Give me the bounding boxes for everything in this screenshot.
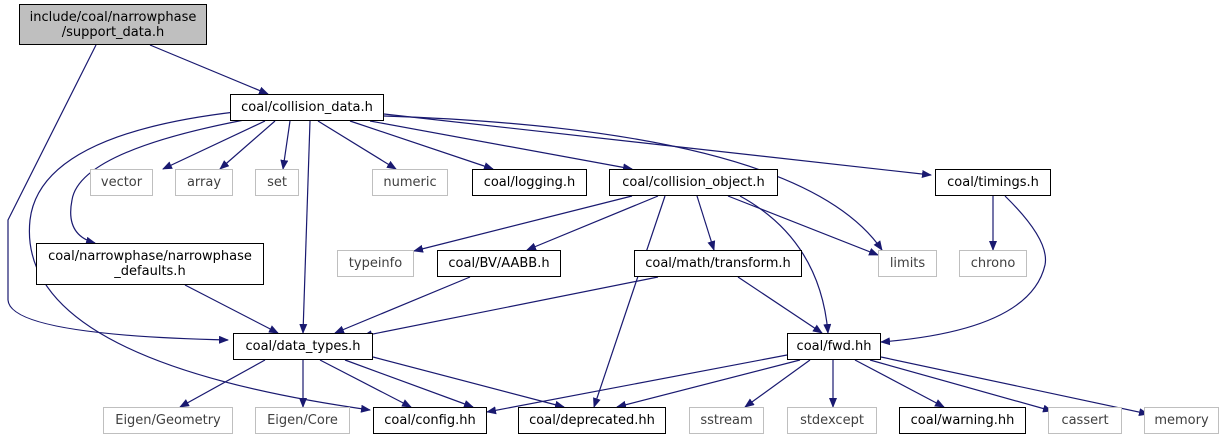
node-eigen-core: Eigen/Core xyxy=(255,407,350,434)
node-label: coal/fwd.hh xyxy=(796,339,872,354)
dependency-edge xyxy=(344,359,474,408)
node-label: coal/collision_data.h xyxy=(241,100,373,115)
dependency-edge xyxy=(280,120,291,170)
dependency-edge xyxy=(369,120,633,172)
node-transform-h[interactable]: coal/math/transform.h xyxy=(634,250,802,277)
dependency-edge xyxy=(372,356,565,409)
dependency-edge xyxy=(299,120,311,334)
dependency-edge xyxy=(593,195,666,408)
dependency-edge xyxy=(696,195,716,251)
dependency-edge xyxy=(149,44,269,95)
node-numeric: numeric xyxy=(372,169,448,196)
dependency-edge xyxy=(383,115,883,251)
dependency-edge xyxy=(334,276,471,334)
dependency-edge xyxy=(727,195,879,256)
node-cassert: cassert xyxy=(1048,407,1122,434)
dependency-edge xyxy=(880,356,1149,417)
node-label: coal/narrowphase/narrowphase xyxy=(48,249,252,264)
dependency-edge xyxy=(737,276,823,334)
node-label: coal/data_types.h xyxy=(245,339,361,354)
node-label: sstream xyxy=(700,413,753,428)
node-label: coal/logging.h xyxy=(483,175,576,190)
dependency-edge xyxy=(7,44,229,344)
node-stdexcept: stdexcept xyxy=(787,407,877,434)
node-set: set xyxy=(255,169,299,196)
node-memory: memory xyxy=(1144,407,1219,434)
node-label: array xyxy=(186,175,222,190)
dependency-edge xyxy=(362,276,659,339)
node-limits: limits xyxy=(878,250,937,277)
node-label: chrono xyxy=(970,256,1016,271)
node-label: coal/BV/AABB.h xyxy=(448,256,550,271)
node-data-types-h[interactable]: coal/data_types.h xyxy=(233,333,373,360)
dependency-edge xyxy=(349,120,494,170)
dependency-edge xyxy=(739,195,832,334)
node-warning-hh[interactable]: coal/warning.hh xyxy=(899,407,1026,434)
node-label: Eigen/Geometry xyxy=(115,413,221,428)
node-support-data-h: include/coal/narrowphase /support_data.h xyxy=(19,4,207,45)
node-label: typeinfo xyxy=(348,256,403,271)
node-config-hh[interactable]: coal/config.hh xyxy=(373,407,487,434)
node-sstream: sstream xyxy=(689,407,764,434)
node-label: include/coal/narrowphase xyxy=(29,9,197,25)
node-label: _defaults.h xyxy=(114,264,186,279)
dependency-edge xyxy=(28,111,371,413)
node-label: coal/collision_object.h xyxy=(622,175,765,190)
node-label: Eigen/Core xyxy=(267,413,338,428)
node-fwd-hh[interactable]: coal/fwd.hh xyxy=(787,333,881,360)
node-label: coal/math/transform.h xyxy=(645,256,791,271)
node-typeinfo: typeinfo xyxy=(337,250,414,277)
node-collision-object-h[interactable]: coal/collision_object.h xyxy=(609,169,778,196)
node-collision-data-h[interactable]: coal/collision_data.h xyxy=(230,94,384,121)
node-vector: vector xyxy=(90,169,153,196)
node-label: numeric xyxy=(383,175,437,190)
node-chrono: chrono xyxy=(959,250,1027,277)
dependency-edge xyxy=(880,195,1047,346)
dependency-edge xyxy=(219,120,276,170)
dependency-edge xyxy=(854,359,945,408)
dependency-edge xyxy=(869,359,1053,413)
dependency-edge xyxy=(319,359,412,408)
node-label: vector xyxy=(100,175,143,190)
dependency-edge xyxy=(162,120,266,170)
dependency-edge xyxy=(413,195,633,253)
node-label: coal/timings.h xyxy=(947,175,1039,190)
node-label: coal/deprecated.hh xyxy=(529,413,655,428)
node-label: coal/config.hh xyxy=(384,413,476,428)
node-logging-h[interactable]: coal/logging.h xyxy=(472,169,587,196)
node-label: memory xyxy=(1154,413,1209,428)
node-deprecated-hh[interactable]: coal/deprecated.hh xyxy=(518,407,666,434)
dependency-edge xyxy=(744,359,811,408)
node-timings-h[interactable]: coal/timings.h xyxy=(935,169,1051,196)
dependency-edge xyxy=(317,120,397,170)
dependency-edge xyxy=(179,359,266,408)
dependency-edge xyxy=(616,359,801,409)
node-label: stdexcept xyxy=(800,413,864,428)
dependency-edge xyxy=(184,284,279,334)
node-label: cassert xyxy=(1061,413,1109,428)
node-aabb-h[interactable]: coal/BV/AABB.h xyxy=(437,250,561,277)
node-label: /support_data.h xyxy=(61,24,165,40)
node-label: limits xyxy=(889,256,926,271)
node-label: coal/warning.hh xyxy=(910,413,1015,428)
dependency-edge xyxy=(70,117,256,245)
node-eigen-geometry: Eigen/Geometry xyxy=(103,407,233,434)
node-narrowphase-defaults-h[interactable]: coal/narrowphase/narrowphase _defaults.h xyxy=(36,243,264,285)
dependency-edge xyxy=(486,354,788,415)
dependency-edge xyxy=(383,113,932,178)
node-array: array xyxy=(175,169,233,196)
dependency-edge xyxy=(526,195,659,251)
node-label: set xyxy=(267,175,287,190)
